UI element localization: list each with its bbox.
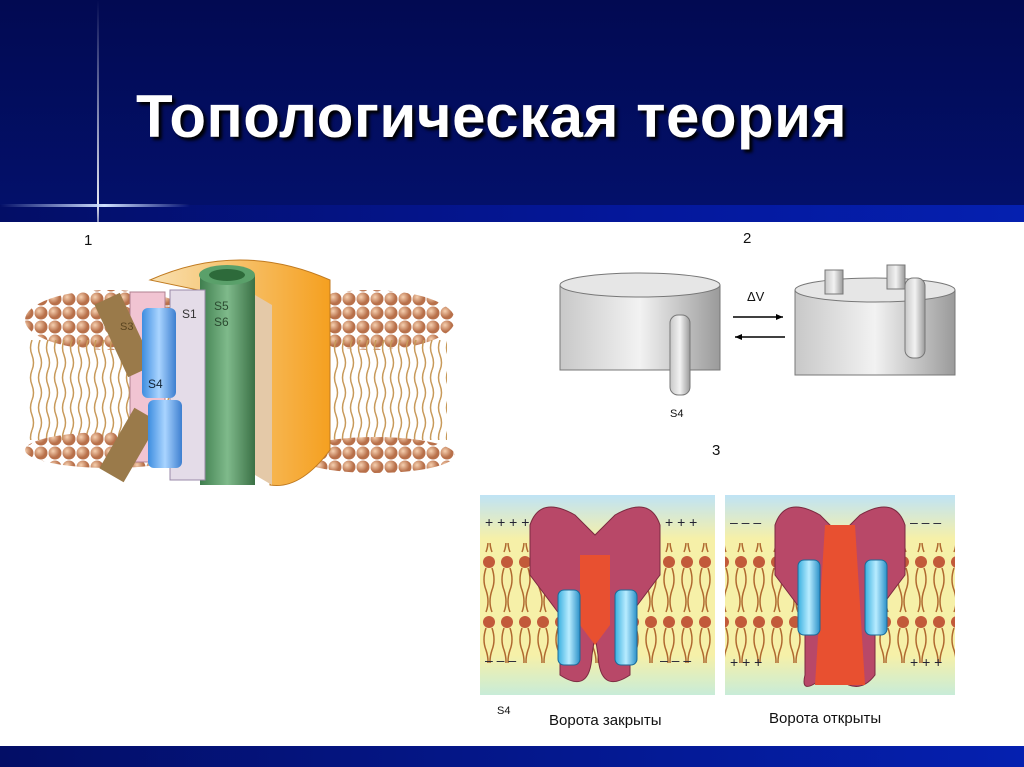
title-bar: [0, 0, 1024, 205]
svg-text:– – –: – – –: [730, 514, 761, 530]
svg-text:– – –: – – –: [660, 652, 691, 668]
slide-title: Топологическая теория: [136, 83, 848, 150]
svg-text:S4: S4: [148, 377, 163, 391]
panel-3-s4-label: S4: [497, 705, 511, 717]
s4-voltage-movement-illustration: [559, 264, 956, 396]
svg-text:S3: S3: [120, 321, 133, 333]
svg-text:– – –: – – –: [910, 514, 941, 530]
svg-text:S1: S1: [182, 307, 197, 321]
panel-2-s4-label: S4: [670, 408, 684, 420]
svg-text:S5: S5: [214, 299, 229, 313]
svg-text:S6: S6: [214, 315, 229, 329]
gate-states-illustration: + + + + + + + – – – – – – – – – – – – + + +…: [480, 495, 955, 695]
decorative-flare-horizontal: [0, 204, 190, 207]
header-stripe: [0, 205, 1024, 222]
footer-bar: [0, 746, 1024, 767]
panel-1-number: 1: [84, 232, 93, 249]
panel-2-number: 2: [743, 230, 752, 247]
svg-text:– – –: – – –: [485, 652, 516, 668]
gate-open-caption: Ворота открыты: [769, 710, 882, 727]
svg-text:+ + +: + + +: [910, 654, 942, 670]
channel-membrane-illustration: S1 S5 S6 S3 S4: [25, 259, 455, 487]
svg-text:+ + +: + + +: [665, 514, 697, 530]
panel-3-number: 3: [712, 442, 721, 459]
svg-text:+ + +: + + +: [730, 654, 762, 670]
svg-text:+ + + +: + + + +: [485, 514, 529, 530]
gate-closed-caption: Ворота закрыты: [549, 712, 662, 729]
voltage-change-label: ΔV: [747, 289, 765, 304]
decorative-flare-vertical: [97, 0, 99, 222]
